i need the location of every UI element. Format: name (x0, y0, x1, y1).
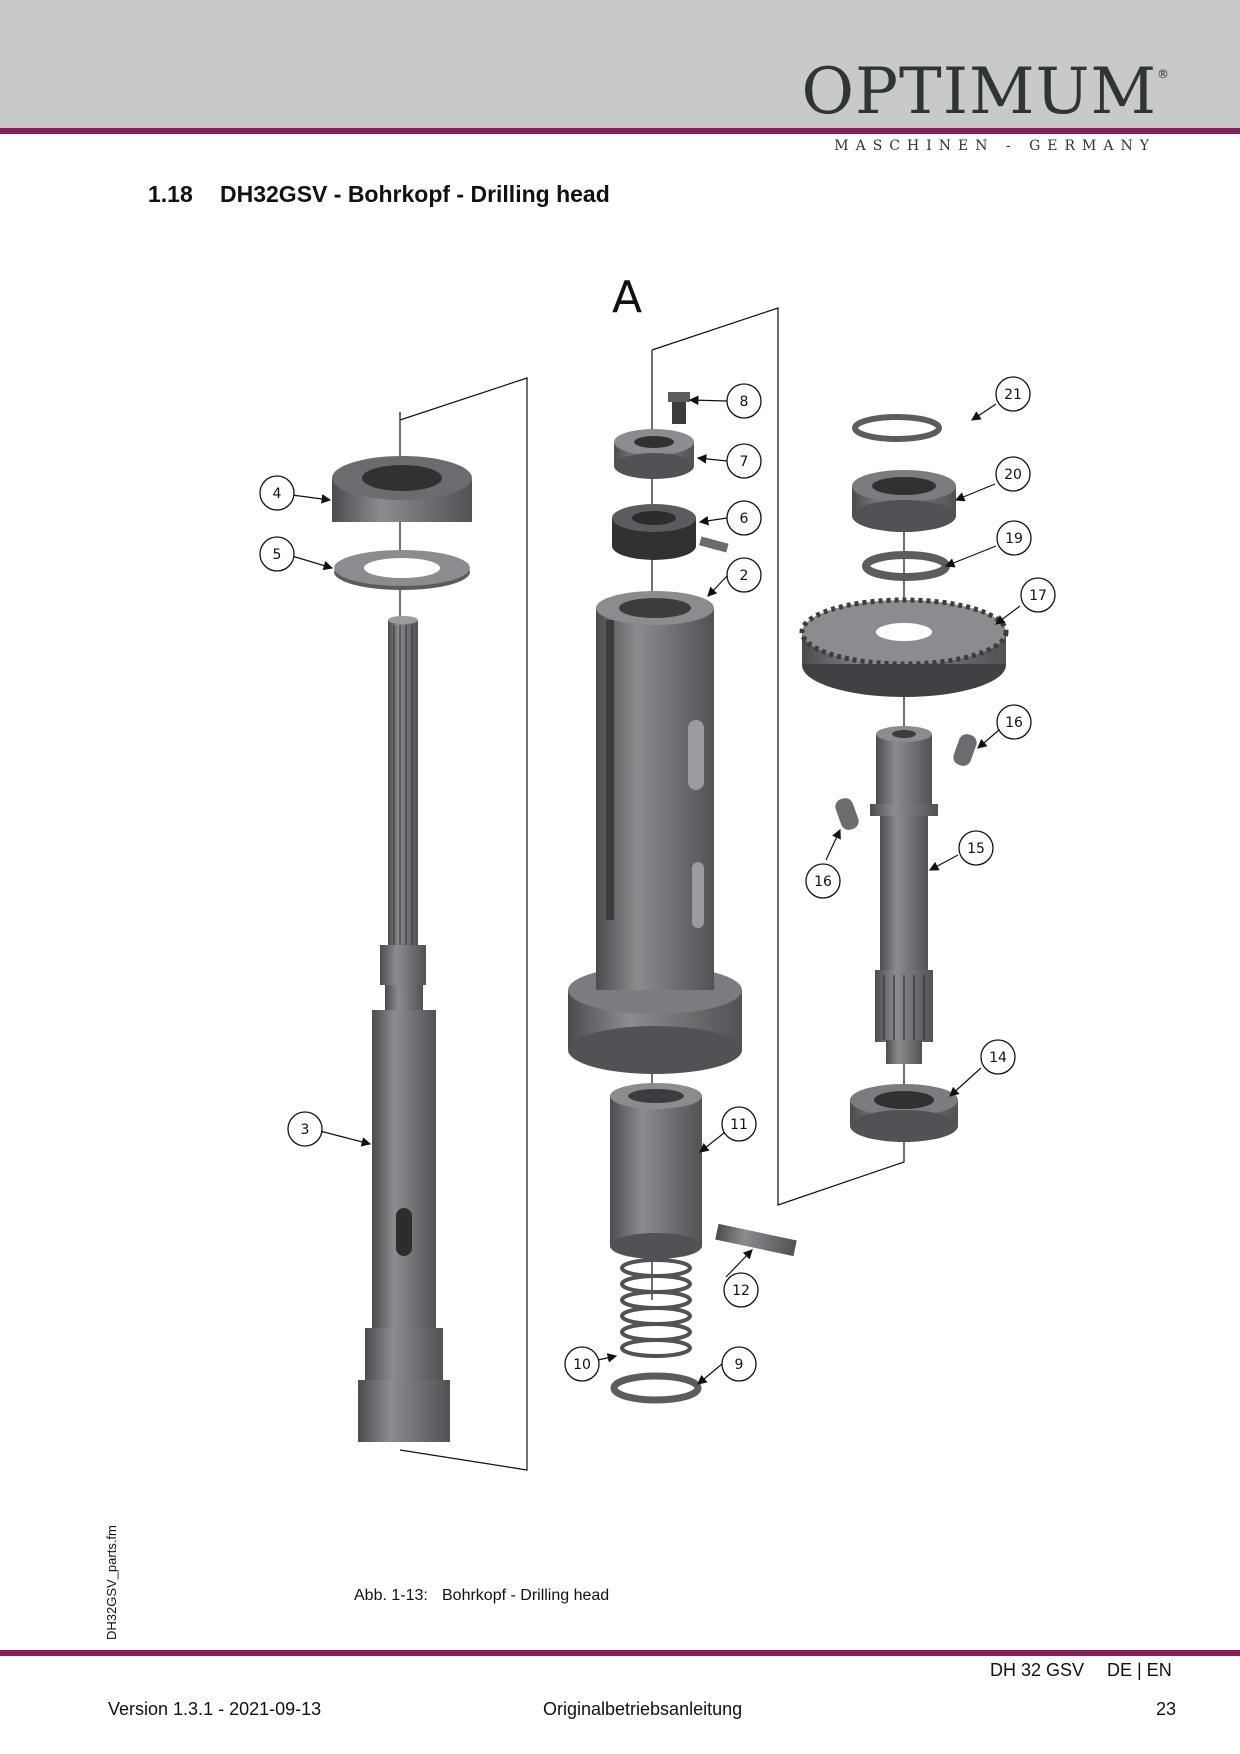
section-number: 1.18 (148, 181, 193, 207)
header-band (0, 0, 1240, 128)
footer-version: Version 1.3.1 - 2021-09-13 (108, 1699, 322, 1719)
part-ring-9 (610, 1372, 702, 1404)
section-heading: 1.18 DH32GSV - Bohrkopf - Drilling head (148, 181, 610, 208)
callout-8: 8 (740, 394, 749, 410)
registered-mark: ® (1157, 67, 1170, 81)
part-bearing-6 (612, 504, 729, 560)
part-sleeve-11 (610, 1083, 702, 1259)
view-label: A (612, 272, 643, 323)
callout-6: 6 (740, 511, 749, 527)
callout-circles (259, 376, 1056, 1382)
source-file-label: DH32GSV_parts.fm (104, 1525, 119, 1640)
part-bearing-20 (852, 470, 956, 532)
page-number: 23 (1156, 1699, 1177, 1719)
callout-21: 21 (1004, 387, 1022, 403)
part-nut-7 (614, 429, 694, 479)
part-key-16-upper (953, 734, 977, 766)
part-pin-12 (715, 1223, 797, 1257)
part-spring-10 (620, 1258, 692, 1358)
figure-caption: Abb. 1-13: Bohrkopf - Drilling head (354, 1587, 609, 1605)
callout-11: 11 (730, 1117, 748, 1133)
footer-rule (0, 1650, 1240, 1656)
part-circlip-21 (852, 414, 942, 442)
part-gear-shaft-15 (870, 726, 938, 1064)
callout-4: 4 (273, 486, 282, 502)
part-quill-sleeve-2 (568, 591, 742, 1074)
caption-text: Bohrkopf - Drilling head (442, 1587, 610, 1604)
footer-languages: DE | EN (1107, 1660, 1172, 1680)
part-gear-17 (799, 597, 1009, 697)
callout-12: 12 (732, 1283, 750, 1299)
part-key-16-lower (835, 798, 859, 830)
brand-logo: OPTIMUM® (801, 55, 1170, 129)
part-spindle-3 (358, 616, 450, 1442)
callout-5: 5 (273, 547, 282, 563)
callout-14: 14 (989, 1050, 1007, 1066)
callout-15: 15 (967, 841, 985, 857)
part-bearing-14 (850, 1084, 958, 1142)
footer-document-type: Originalbetriebsanleitung (543, 1699, 743, 1719)
callout-3: 3 (301, 1122, 310, 1138)
callout-9: 9 (735, 1357, 744, 1373)
callout-16-lower: 16 (814, 874, 832, 890)
callout-19: 19 (1005, 531, 1023, 547)
caption-number: Abb. 1-13: (354, 1587, 428, 1604)
callout-2: 2 (740, 568, 749, 584)
callout-7: 7 (740, 454, 749, 470)
header-rule (0, 128, 1240, 134)
section-title: DH32GSV - Bohrkopf - Drilling head (220, 181, 610, 207)
brand-subtitle: MASCHINEN - GERMANY (834, 138, 1156, 154)
part-washer-5 (334, 550, 470, 590)
callout-17: 17 (1029, 588, 1047, 604)
callout-16-upper: 16 (1005, 715, 1023, 731)
callout-20: 20 (1004, 467, 1022, 483)
part-washer-19 (862, 551, 950, 581)
footer-model: DH 32 GSV (990, 1660, 1085, 1680)
part-bearing-4 (332, 456, 472, 522)
callout-10: 10 (573, 1357, 591, 1373)
part-screw-8 (668, 392, 690, 424)
leader-lines (291, 395, 1021, 1385)
